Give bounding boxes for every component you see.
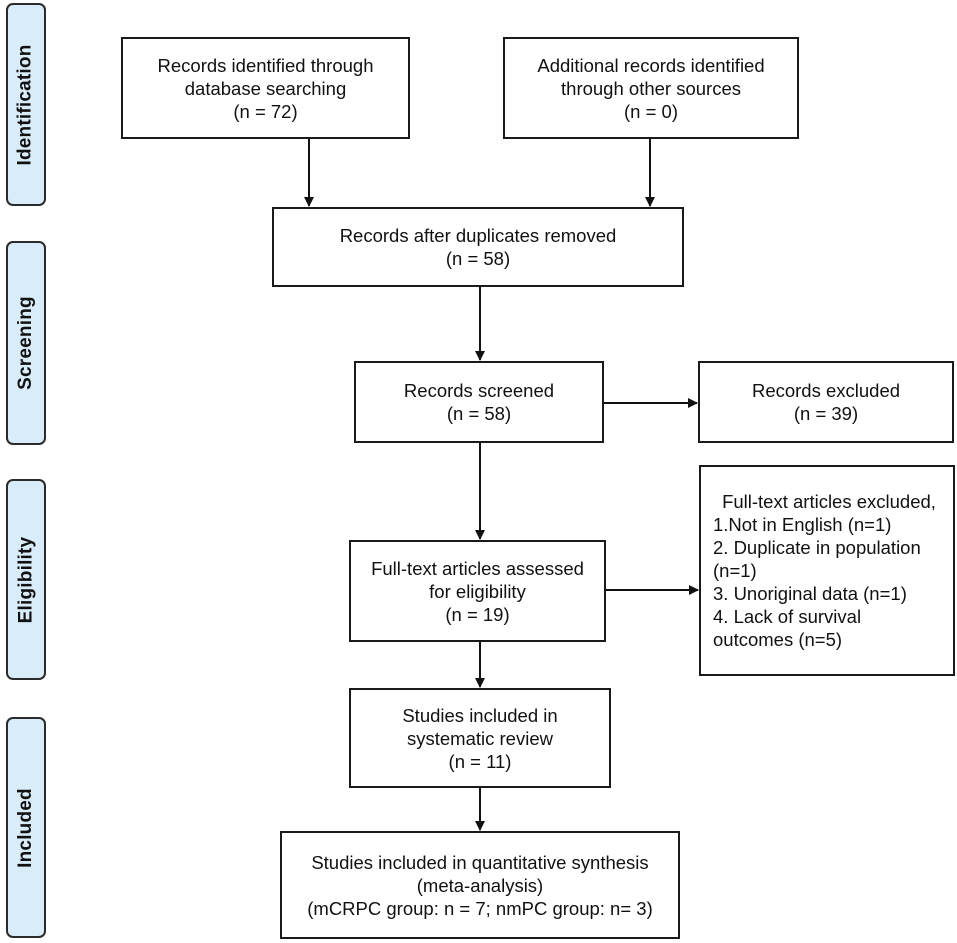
box-other-sources: Additional records identified through ot…	[503, 37, 799, 139]
stage-identification: Identification	[6, 3, 46, 206]
stage-eligibility: Eligibility	[6, 479, 46, 680]
box-screened: Records screened (n = 58)	[354, 361, 604, 443]
box-database-search: Records identified through database sear…	[121, 37, 410, 139]
box-fulltext-excluded: Full-text articles excluded, 1.Not in En…	[699, 465, 955, 676]
box-systematic-review: Studies included in systematic review (n…	[349, 688, 611, 788]
box-after-duplicates: Records after duplicates removed (n = 58…	[272, 207, 684, 287]
stage-included: Included	[6, 717, 46, 938]
box-quantitative-synthesis: Studies included in quantitative synthes…	[280, 831, 680, 939]
box-fulltext-assessed: Full-text articles assessed for eligibil…	[349, 540, 606, 642]
stage-screening: Screening	[6, 241, 46, 445]
box-excluded: Records excluded (n = 39)	[698, 361, 954, 443]
